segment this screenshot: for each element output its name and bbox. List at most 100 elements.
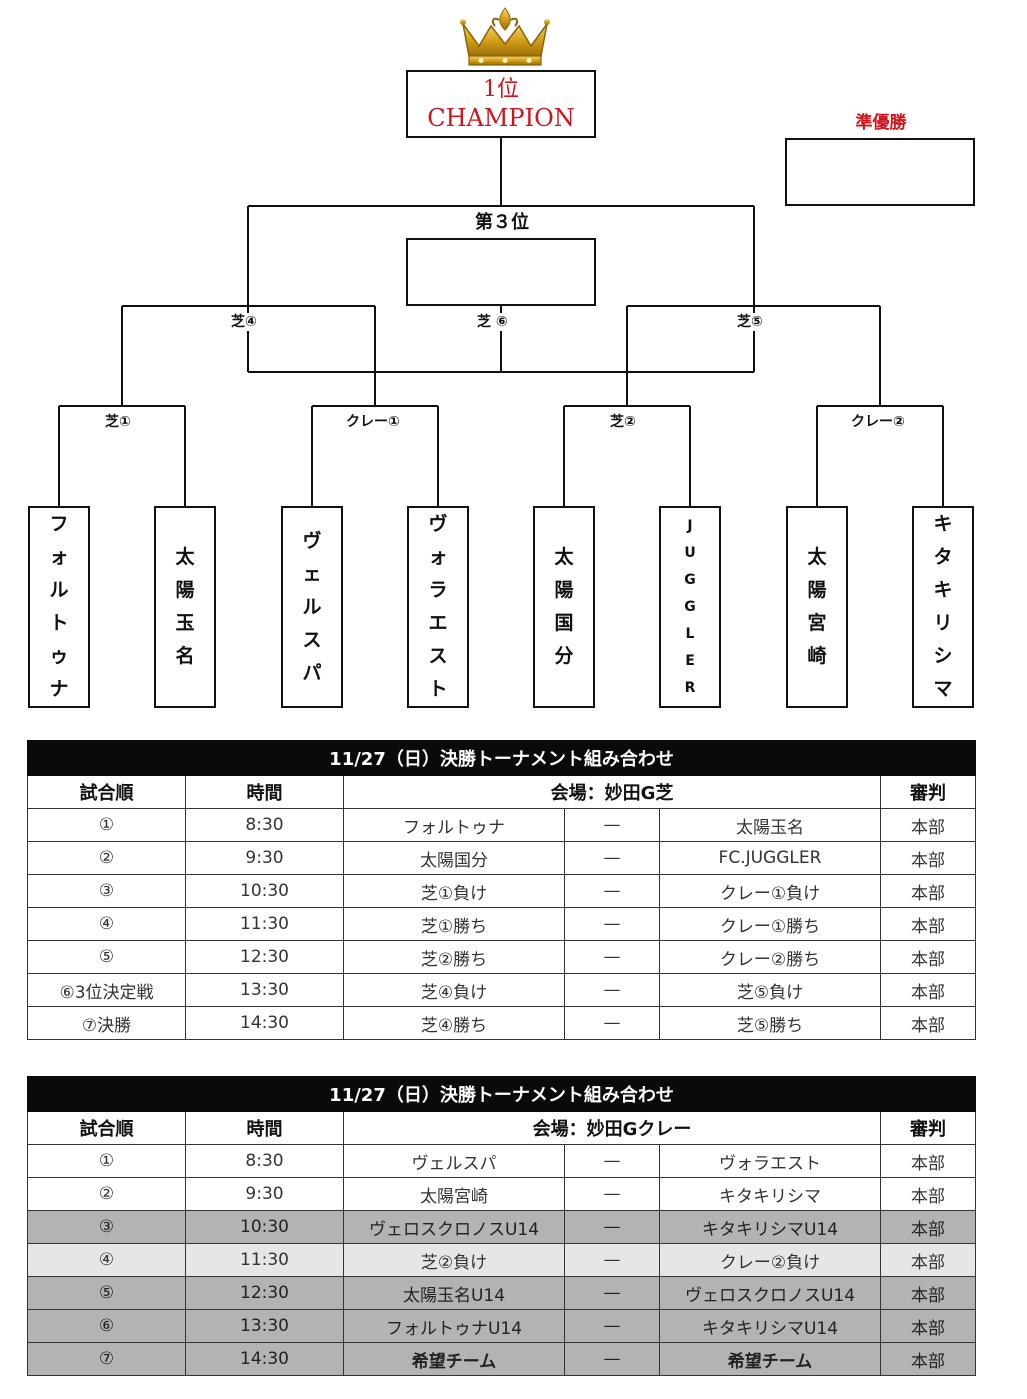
cell-away: ヴェロスクロノスU14 bbox=[659, 1276, 881, 1310]
cell-dash: — bbox=[564, 874, 660, 908]
cell-ref: 本部 bbox=[879, 907, 977, 941]
cell-home: フォルトゥナU14 bbox=[343, 1309, 565, 1343]
team-box: キタキリシマ bbox=[912, 506, 974, 708]
team-name-char: ト bbox=[49, 612, 69, 634]
cell-time: 9:30 bbox=[185, 1177, 344, 1211]
team-box: 太陽国分 bbox=[533, 506, 595, 708]
cell-home: 希望チーム bbox=[343, 1342, 565, 1376]
cell-away: クレー②負け bbox=[659, 1243, 881, 1277]
cell-dash: — bbox=[564, 1342, 660, 1376]
match-label-shiba4: 芝④ bbox=[228, 313, 260, 331]
crown-icon bbox=[460, 7, 550, 66]
cell-away: キタキリシマ bbox=[659, 1177, 881, 1211]
cell-away: 芝⑤負け bbox=[659, 973, 881, 1007]
match-label-shiba1: 芝① bbox=[102, 413, 134, 431]
cell-time: 14:30 bbox=[185, 1006, 344, 1040]
team-name-char: 宮 bbox=[807, 612, 827, 634]
team-name-char: E bbox=[685, 652, 695, 669]
cell-ref: 本部 bbox=[879, 808, 977, 842]
runner-up-label: 準優勝 bbox=[855, 113, 907, 133]
team-name-char: 陽 bbox=[175, 579, 195, 601]
cell-dash: — bbox=[564, 1309, 660, 1343]
team-name-char: J bbox=[687, 517, 693, 534]
team-name-char: 陽 bbox=[554, 579, 574, 601]
team-name-char: ヴ bbox=[428, 513, 448, 535]
cell-home: 太陽玉名U14 bbox=[343, 1276, 565, 1310]
cell-time: 13:30 bbox=[185, 1309, 344, 1343]
cell-away: ヴォラエスト bbox=[659, 1144, 881, 1178]
cell-dash: — bbox=[564, 1144, 660, 1178]
team-name-char: L bbox=[685, 625, 695, 642]
table-title: 11/27（日）決勝トーナメント組み合わせ bbox=[26, 1076, 977, 1112]
team-name-char: タ bbox=[933, 546, 953, 568]
cell-order: ② bbox=[27, 841, 186, 875]
header-order: 試合順 bbox=[27, 775, 186, 809]
match-label-clay1: クレー① bbox=[343, 413, 403, 431]
match-label-shiba2: 芝② bbox=[607, 413, 639, 431]
champion-rank: 1位 bbox=[483, 77, 519, 102]
cell-home: ヴェルスパ bbox=[343, 1144, 565, 1178]
champion-box: 1位 CHAMPION bbox=[406, 70, 596, 138]
match-label-clay2: クレー② bbox=[848, 413, 908, 431]
cell-time: 13:30 bbox=[185, 973, 344, 1007]
cell-away: クレー①勝ち bbox=[659, 907, 881, 941]
team-name-char: ス bbox=[428, 645, 448, 667]
team-name-char: 太 bbox=[175, 546, 195, 568]
team-name-char: ト bbox=[428, 678, 448, 700]
cell-time: 14:30 bbox=[185, 1342, 344, 1376]
cell-dash: — bbox=[564, 1276, 660, 1310]
cell-time: 10:30 bbox=[185, 1210, 344, 1244]
cell-order: ⑥3位決定戦 bbox=[27, 973, 186, 1007]
team-name-char: ル bbox=[302, 595, 322, 618]
cell-home: 芝②勝ち bbox=[343, 940, 565, 974]
team-name-char: エ bbox=[428, 612, 448, 634]
team-name-char: ル bbox=[49, 579, 69, 601]
cell-away: 希望チーム bbox=[659, 1342, 881, 1376]
team-name-char: R bbox=[684, 679, 696, 696]
team-name-char: ェ bbox=[302, 562, 322, 585]
cell-away: 太陽玉名 bbox=[659, 808, 881, 842]
bracket-lines bbox=[58, 138, 944, 506]
cell-time: 12:30 bbox=[185, 1276, 344, 1310]
cell-dash: — bbox=[564, 841, 660, 875]
team-name-char: ォ bbox=[428, 546, 448, 568]
cell-home: フォルトゥナ bbox=[343, 808, 565, 842]
team-name-char: パ bbox=[302, 661, 322, 684]
cell-order: ① bbox=[27, 1144, 186, 1178]
team-name-char: 太 bbox=[807, 546, 827, 568]
cell-home: 芝④勝ち bbox=[343, 1006, 565, 1040]
team-name-char: 陽 bbox=[807, 579, 827, 601]
cell-dash: — bbox=[564, 808, 660, 842]
cell-home: ヴェロスクロノスU14 bbox=[343, 1210, 565, 1244]
cell-home: 芝④負け bbox=[343, 973, 565, 1007]
cell-dash: — bbox=[564, 1006, 660, 1040]
cell-ref: 本部 bbox=[879, 1177, 977, 1211]
header-time: 時間 bbox=[185, 775, 344, 809]
cell-time: 8:30 bbox=[185, 808, 344, 842]
team-name-char: 国 bbox=[554, 612, 574, 634]
cell-ref: 本部 bbox=[879, 973, 977, 1007]
cell-away: クレー①負け bbox=[659, 874, 881, 908]
team-name-char: ゥ bbox=[49, 645, 69, 667]
team-name-char: ラ bbox=[428, 579, 448, 601]
cell-ref: 本部 bbox=[879, 1243, 977, 1277]
team-name-char: ス bbox=[302, 628, 322, 651]
champion-label: CHAMPION bbox=[427, 104, 575, 132]
cell-ref: 本部 bbox=[879, 841, 977, 875]
team-name-char: G bbox=[684, 598, 696, 615]
team-name-char: マ bbox=[933, 678, 953, 700]
cell-ref: 本部 bbox=[879, 940, 977, 974]
header-referee: 審判 bbox=[879, 1111, 977, 1145]
cell-time: 8:30 bbox=[185, 1144, 344, 1178]
cell-dash: — bbox=[564, 1210, 660, 1244]
cell-time: 10:30 bbox=[185, 874, 344, 908]
